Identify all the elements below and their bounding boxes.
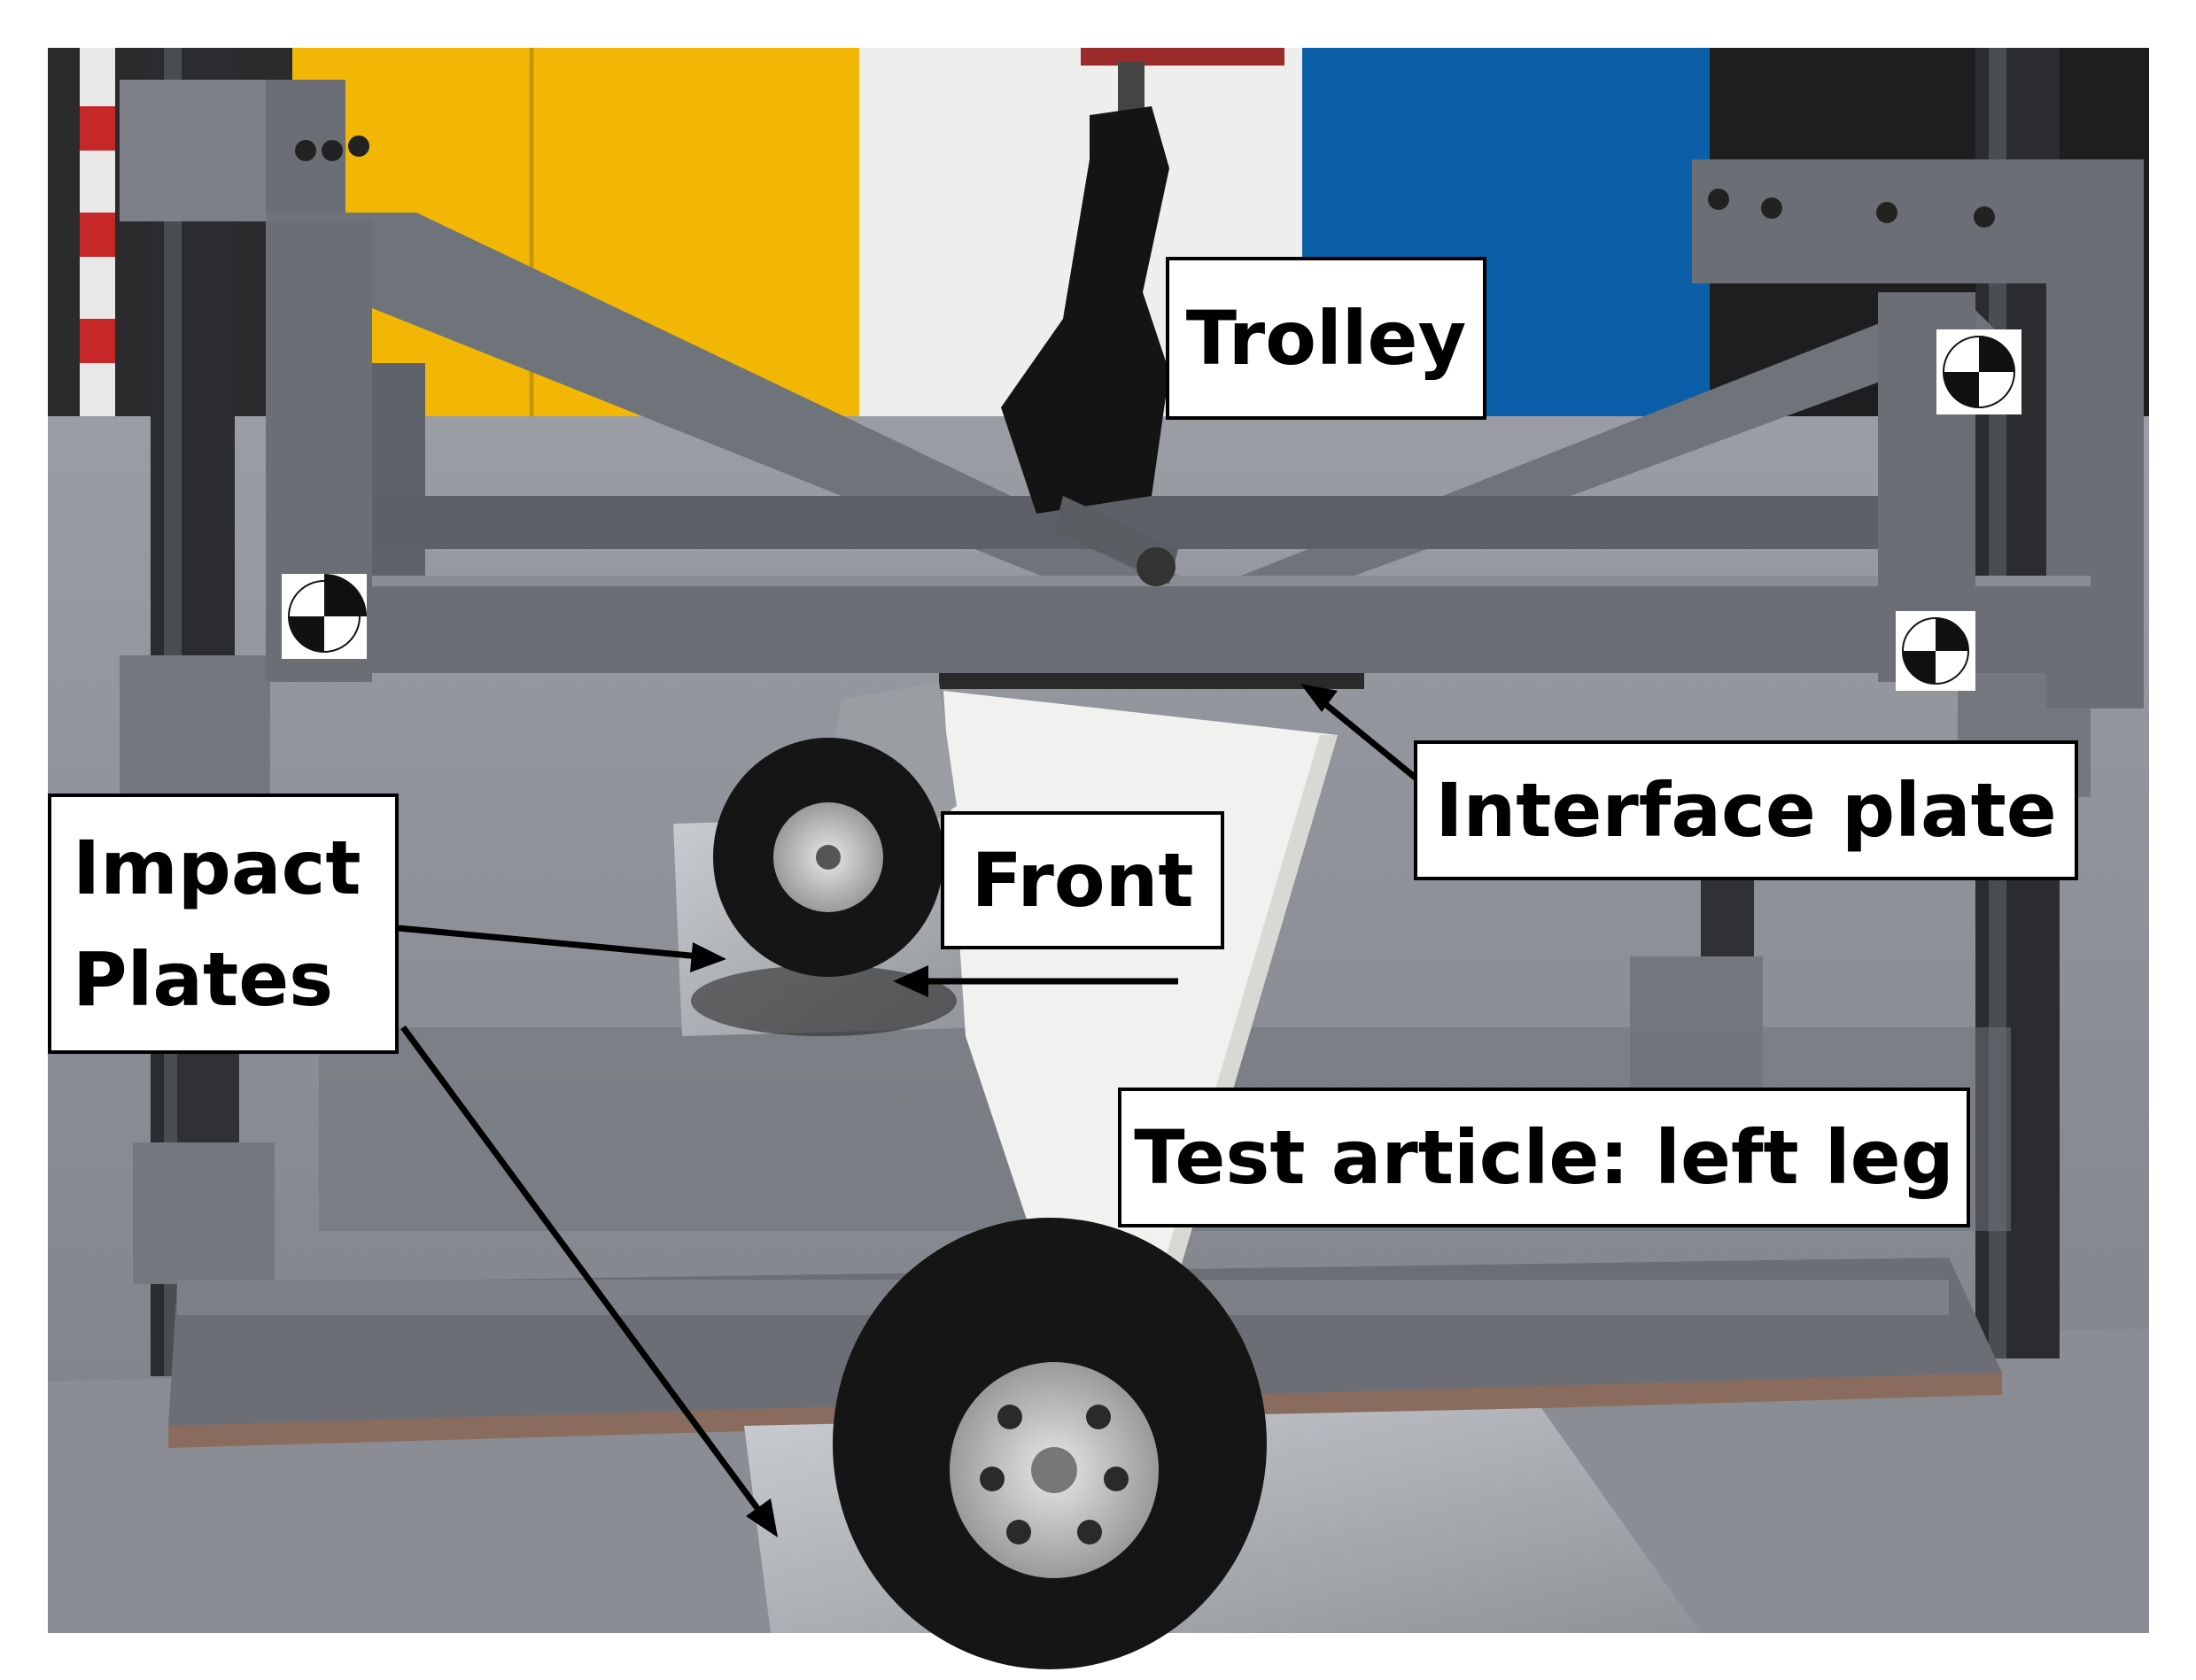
test-article-label: Test article: left leg (1118, 1088, 1970, 1227)
annotation-arrows (398, 684, 1420, 1537)
impact-plates-label-line1: Impact (73, 825, 361, 911)
impact-plates-arrow-lower (400, 1025, 764, 1517)
front-label-text: Front (971, 837, 1194, 924)
impact-plates-label-line2: Plates (73, 936, 334, 1023)
interface-plate-label-text: Interface plate (1435, 767, 2057, 854)
main-wheel (833, 1218, 1267, 1669)
lifting-strap (1001, 48, 1284, 586)
interface-plate-arrow (1317, 697, 1420, 782)
trolley-main-beam (266, 576, 2091, 673)
trolley-label-text: Trolley (1185, 295, 1467, 382)
interface-plate-label: Interface plate (1414, 740, 2078, 880)
calibration-targets (282, 329, 2021, 691)
nose-wheel (713, 738, 943, 977)
trolley-label: Trolley (1166, 257, 1486, 420)
interface-plate (939, 673, 1364, 689)
front-label: Front (941, 811, 1224, 949)
impact-plates-label: Impact Plates (48, 794, 399, 1054)
test-article-label-text: Test article: left leg (1134, 1114, 1954, 1201)
impact-plates-arrow-upper (398, 925, 701, 960)
